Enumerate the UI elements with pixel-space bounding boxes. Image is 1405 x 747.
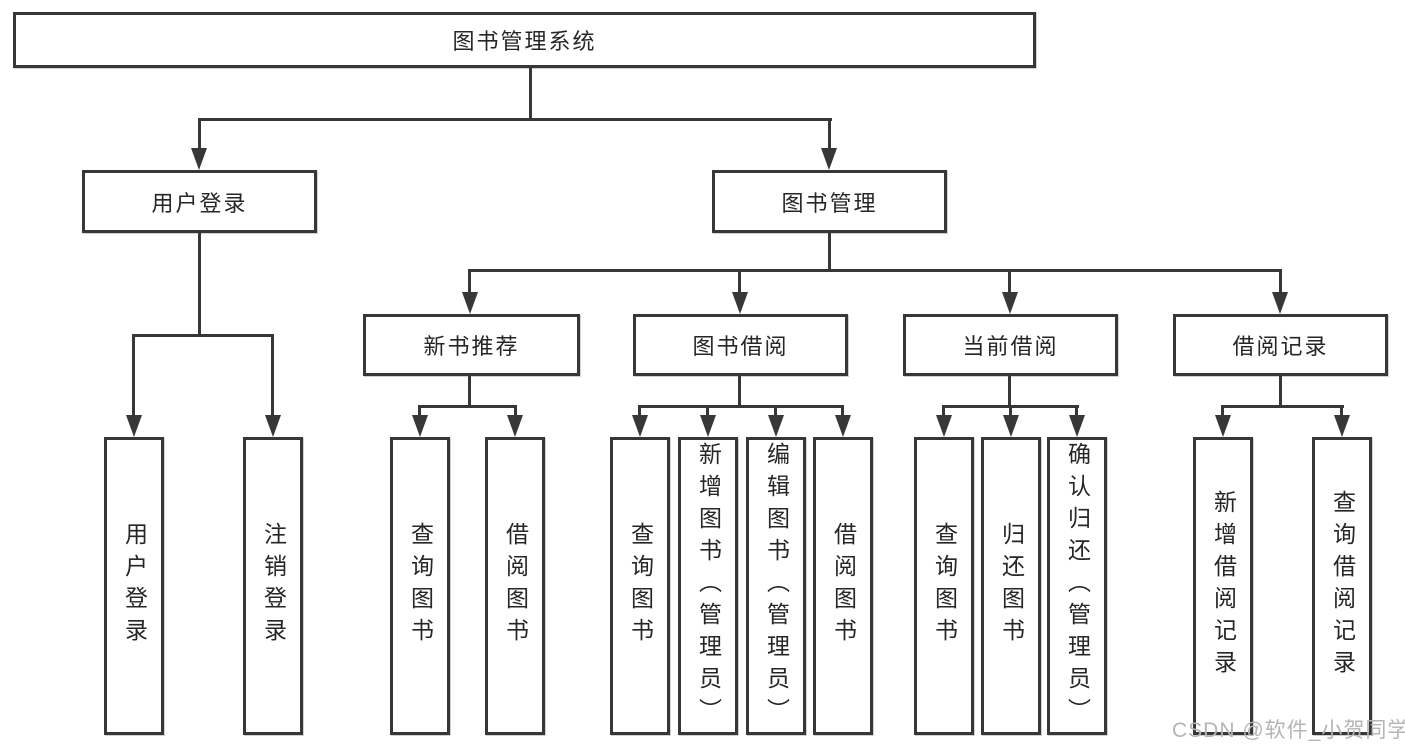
arrowhead	[632, 415, 648, 437]
leaf-query-books-borrow: 查询图书	[610, 437, 670, 735]
leaf-add-borrow-record: 新增借阅记录	[1193, 437, 1253, 735]
connector-line	[1221, 405, 1344, 408]
leaf-label: 借阅图书	[830, 522, 857, 650]
connector-line	[418, 405, 517, 408]
connector-line	[1221, 405, 1224, 417]
leaf-label: 注销登录	[260, 522, 287, 650]
leaf-logout: 注销登录	[243, 437, 303, 735]
connector-line	[738, 376, 741, 407]
leaf-label: 归还图书	[998, 522, 1025, 650]
connector-line	[1009, 405, 1012, 417]
arrowhead	[835, 415, 851, 437]
connector-line	[418, 405, 421, 417]
leaf-label: 新增图书（管理员）	[695, 442, 722, 730]
connector-line	[638, 405, 844, 408]
csdn-watermark: CSDN @软件_小贺同学	[1172, 719, 1405, 742]
connector-line	[514, 405, 517, 417]
leaf-label: 借阅图书	[502, 522, 529, 650]
node-book-management: 图书管理	[712, 170, 947, 233]
arrowhead	[412, 415, 428, 437]
connector-line	[1008, 269, 1011, 293]
node-borrow-records: 借阅记录	[1173, 314, 1388, 376]
leaf-label: 查询图书	[627, 522, 654, 650]
connector-line	[841, 405, 844, 417]
arrowhead	[126, 415, 142, 437]
arrowhead	[1215, 415, 1231, 437]
connector-line	[638, 405, 641, 417]
connector-line	[706, 405, 709, 417]
connector-line	[132, 334, 135, 416]
connector-line	[271, 334, 274, 416]
arrowhead	[462, 292, 478, 314]
connector-line	[942, 405, 945, 417]
node-user-login: 用户登录	[82, 170, 317, 233]
leaf-label: 查询借阅记录	[1329, 490, 1356, 682]
connector-line	[1279, 269, 1282, 293]
arrowhead	[191, 148, 207, 170]
connector-line	[1279, 376, 1282, 407]
leaf-label: 编辑图书（管理员）	[763, 442, 790, 730]
arrowhead	[1334, 415, 1350, 437]
arrowhead	[1069, 415, 1085, 437]
leaf-label: 确认归还（管理员）	[1064, 442, 1091, 730]
arrowhead	[1002, 292, 1018, 314]
connector-line	[828, 233, 831, 271]
connector-line	[468, 376, 471, 407]
connector-line	[738, 269, 741, 293]
leaf-label: 查询图书	[407, 522, 434, 650]
leaf-query-books-recommend: 查询图书	[390, 437, 450, 735]
connector-line	[774, 405, 777, 417]
arrowhead	[732, 292, 748, 314]
leaf-borrow-books: 借阅图书	[813, 437, 873, 735]
leaf-query-books-current: 查询图书	[914, 437, 974, 735]
connector-line	[1008, 376, 1011, 407]
node-library-system: 图书管理系统	[13, 12, 1036, 68]
connector-line	[469, 269, 1282, 272]
arrowhead	[1003, 415, 1019, 437]
leaf-label: 查询图书	[931, 522, 958, 650]
connector-line	[132, 334, 274, 337]
leaf-confirm-return-admin: 确认归还（管理员）	[1047, 437, 1107, 735]
connector-line	[1340, 405, 1343, 417]
node-book-borrow: 图书借阅	[633, 314, 848, 376]
arrowhead	[507, 415, 523, 437]
arrowhead	[265, 415, 281, 437]
arrowhead	[1272, 292, 1288, 314]
leaf-add-books-admin: 新增图书（管理员）	[678, 437, 738, 735]
leaf-borrow-books-recommend: 借阅图书	[485, 437, 545, 735]
connector-line	[828, 118, 831, 150]
node-current-borrow: 当前借阅	[903, 314, 1118, 376]
connector-line	[198, 118, 832, 121]
connector-line	[198, 233, 201, 336]
arrowhead	[936, 415, 952, 437]
leaf-label: 用户登录	[121, 522, 148, 650]
connector-line	[529, 68, 532, 119]
leaf-label: 新增借阅记录	[1210, 490, 1237, 682]
leaf-return-books: 归还图书	[981, 437, 1041, 735]
arrowhead	[700, 415, 716, 437]
arrowhead	[768, 415, 784, 437]
connector-line	[198, 118, 201, 150]
leaf-user-login: 用户登录	[104, 437, 164, 735]
leaf-edit-books-admin: 编辑图书（管理员）	[746, 437, 806, 735]
leaf-query-borrow-record: 查询借阅记录	[1312, 437, 1372, 735]
connector-line	[468, 269, 471, 293]
node-new-book-recommend: 新书推荐	[363, 314, 580, 376]
arrowhead	[821, 148, 837, 170]
connector-line	[1075, 405, 1078, 417]
